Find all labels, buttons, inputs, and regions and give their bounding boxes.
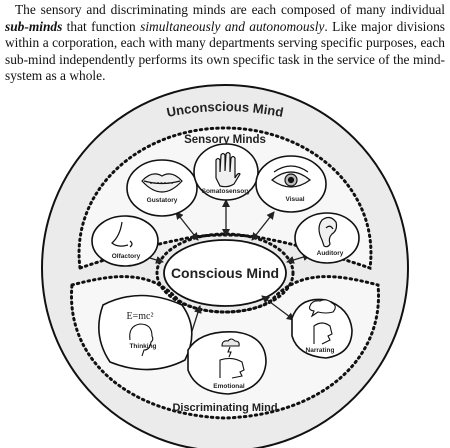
face-profile-icon (219, 357, 245, 379)
paragraph-text-3: . Like major divisions within a corporat… (5, 18, 446, 84)
emphasis-simultaneously: simultaneously and autonomously (140, 18, 325, 34)
gustatory-label: Gustatory (147, 197, 178, 204)
paragraph-text-2: that function (62, 18, 141, 34)
arrow-narrating (261, 295, 295, 321)
ear-icon (318, 216, 338, 248)
thinking-node: E=mc² Thinking (98, 294, 193, 371)
nose-icon (111, 221, 133, 248)
somatosensory-node: Somatosensory (193, 143, 259, 201)
unconscious-mind-label: Unconscious Mind (165, 99, 284, 120)
narrating-label: Narrating (306, 347, 335, 354)
auditory-node: Auditory (294, 212, 360, 264)
emphasis-sub-minds: sub-minds (5, 18, 63, 34)
olfactory-node: Olfactory (91, 215, 159, 267)
auditory-label: Auditory (317, 250, 344, 257)
speaking-head-icon (313, 322, 333, 345)
sensory-minds-label: Sensory Minds (184, 134, 266, 146)
body-paragraph: The sensory and discriminating minds are… (5, 2, 445, 85)
formula-icon: E=mc² (127, 311, 154, 322)
emotional-label: Emotional (213, 383, 245, 390)
hand-icon (215, 151, 241, 188)
discriminating-mind-label: Discriminating Mind (172, 402, 277, 414)
mouth-icon (141, 173, 183, 193)
paragraph-text-1: The sensory and discriminating minds are… (15, 2, 445, 17)
arrows (139, 199, 311, 351)
olfactory-label: Olfactory (112, 253, 141, 260)
eye-icon (271, 165, 311, 188)
narrating-node: Narrating (291, 298, 353, 359)
speech-bubble-icon (308, 299, 336, 318)
emotional-node: Emotional (187, 331, 267, 395)
somatosensory-label: Somatosensory (202, 188, 251, 195)
storm-cloud-icon (221, 338, 240, 358)
visual-node: Visual (255, 155, 327, 213)
arrow-visual (251, 211, 275, 241)
thinking-label: Thinking (129, 343, 156, 350)
conscious-mind-ring (155, 232, 295, 314)
gustatory-node: Gustatory (126, 159, 198, 217)
visual-label: Visual (285, 196, 304, 203)
arrow-gustatory (175, 211, 199, 241)
conscious-mind-oval (163, 239, 287, 307)
head-profile-icon (129, 323, 154, 357)
conscious-mind-label: Conscious Mind (171, 265, 279, 281)
